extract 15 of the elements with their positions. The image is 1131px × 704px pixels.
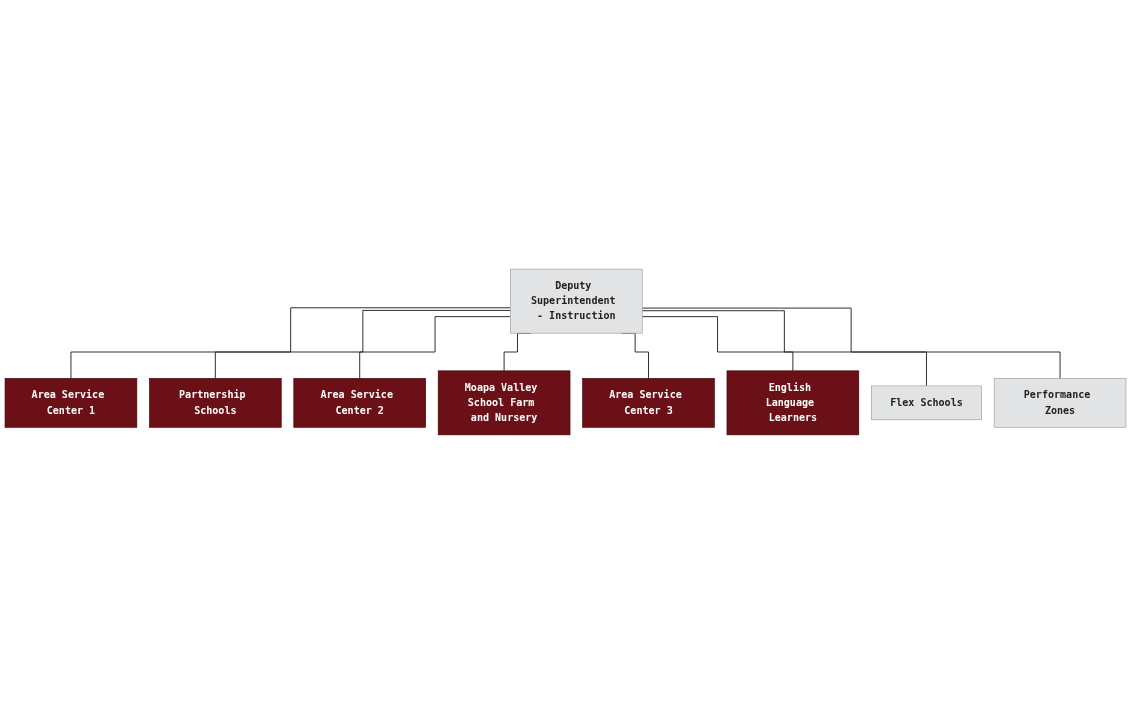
node-box: Performance Zones <box>993 378 1127 428</box>
connector <box>359 316 511 379</box>
node-box: Partnership Schools <box>149 378 282 428</box>
connector <box>641 307 1061 379</box>
node-box: Flex Schools <box>871 385 982 421</box>
node-box: English Language Learners <box>726 370 860 436</box>
connector <box>641 310 927 387</box>
connector <box>641 316 794 372</box>
node-box: Area Service Center 3 <box>582 378 715 428</box>
connector <box>214 309 511 379</box>
node-box: Deputy Superintendent - Instruction <box>510 268 643 334</box>
node-box: Moapa Valley School Farm and Nursery <box>437 370 571 436</box>
node-box: Area Service Center 1 <box>4 378 138 428</box>
connector <box>70 307 511 379</box>
node-box: Area Service Center 2 <box>293 378 426 428</box>
